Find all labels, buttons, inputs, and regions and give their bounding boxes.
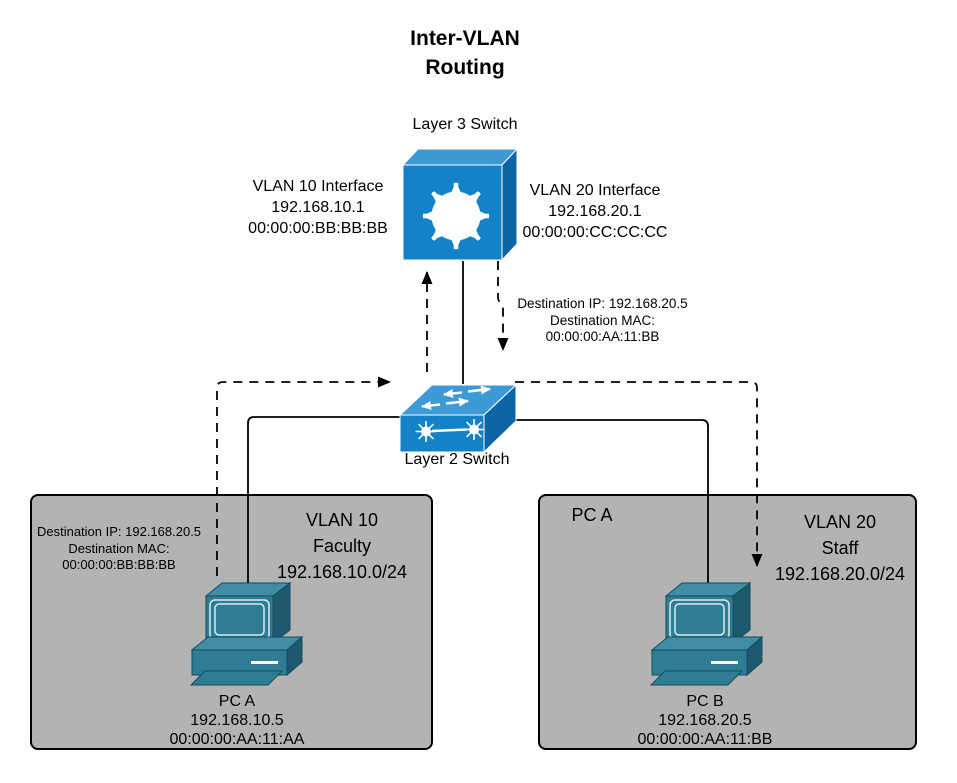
diagram-title: Inter-VLAN Routing [365,24,565,82]
pc-mac: 00:00:00:AA:11:AA [169,731,305,748]
layer3-switch-label: Layer 3 Switch [412,116,518,133]
pc-b-label: PC B 192.168.20.5 00:00:00:AA:11:BB [625,692,785,749]
frame-source-label: PC A [571,505,613,525]
vlan10-interface-ip: 192.168.10.1 [271,199,365,216]
dest-ip-line: Destination IP: 192.168.20.5 [517,296,688,311]
pc-ip: 192.168.10.5 [190,712,284,729]
vlan20-interface-ip: 192.168.20.1 [548,203,642,220]
pc-b-icon [649,581,764,687]
vlan10-interface-mac: 00:00:00:BB:BB:BB [248,220,388,237]
pca-to-l2-frame-dashed-arrow [216,376,391,576]
pc-name: PC B [686,693,724,710]
l3-to-l2-frame-dashed-arrow [497,261,509,351]
dest-mac-title-line: Destination MAC: [549,312,656,328]
vlan-group: Staff [821,538,859,558]
vlan-subnet: 192.168.20.0/24 [774,564,906,584]
vlan-name: VLAN 10 [305,510,379,530]
vlan20-box-title: VLAN 20 Staff 192.168.20.0/24 [762,509,918,587]
l3-router-hub-circle [431,191,481,241]
pca-to-l2-solid-link [247,416,400,584]
vlan-subnet: 192.168.10.0/24 [276,562,408,582]
dest-mac-line: 00:00:00:BB:BB:BB [62,557,176,572]
pc-name: PC A [218,693,256,710]
vlan-name: VLAN 20 [803,512,877,532]
layer2-switch-label: Layer 2 Switch [404,451,510,468]
vlan10-box-title: VLAN 10 Faculty 192.168.10.0/24 [252,507,432,585]
l2-switching-arrows [421,385,491,410]
vlan10-interface-name: VLAN 10 Interface [252,178,384,195]
vlan20-interface-mac: 00:00:00:CC:CC:CC [522,224,668,241]
pc-a-label: PC A 192.168.10.5 00:00:00:AA:11:AA [157,692,317,749]
frame-to-pcb-annotation: Destination IP: 192.168.20.5 Destination… [505,296,700,346]
vlan-group: Faculty [312,536,372,556]
dest-mac-title-line: Destination MAC: [68,540,170,556]
layer3-switch-icon [401,147,519,262]
vlan10-interface-label: VLAN 10 Interface 192.168.10.1 00:00:00:… [233,176,403,239]
dest-mac-line: 00:00:00:AA:11:BB [545,329,660,344]
title-line: Inter-VLAN [410,27,520,50]
dest-ip-line: Destination IP: 192.168.20.5 [36,524,202,539]
pc-a-icon [189,581,304,687]
l2-port-link-glyph [415,419,485,442]
vlan20-interface-name: VLAN 20 Interface [529,182,661,199]
frame-from-pca-annotation: Destination IP: 192.168.20.5 Destination… [29,524,209,574]
vlan20-interface-label: VLAN 20 Interface 192.168.20.1 00:00:00:… [510,180,680,243]
l3-routing-arrows [422,182,490,250]
title-line: Routing [425,56,505,79]
layer2-switch-icon [398,383,518,454]
l2-to-pcb-solid-link [514,419,709,584]
pc-ip: 192.168.20.5 [658,712,752,729]
l3-top-face [401,148,519,166]
pc-mac: 00:00:00:AA:11:BB [637,731,773,748]
l2-to-pcb-frame-dashed-arrow [515,381,763,567]
